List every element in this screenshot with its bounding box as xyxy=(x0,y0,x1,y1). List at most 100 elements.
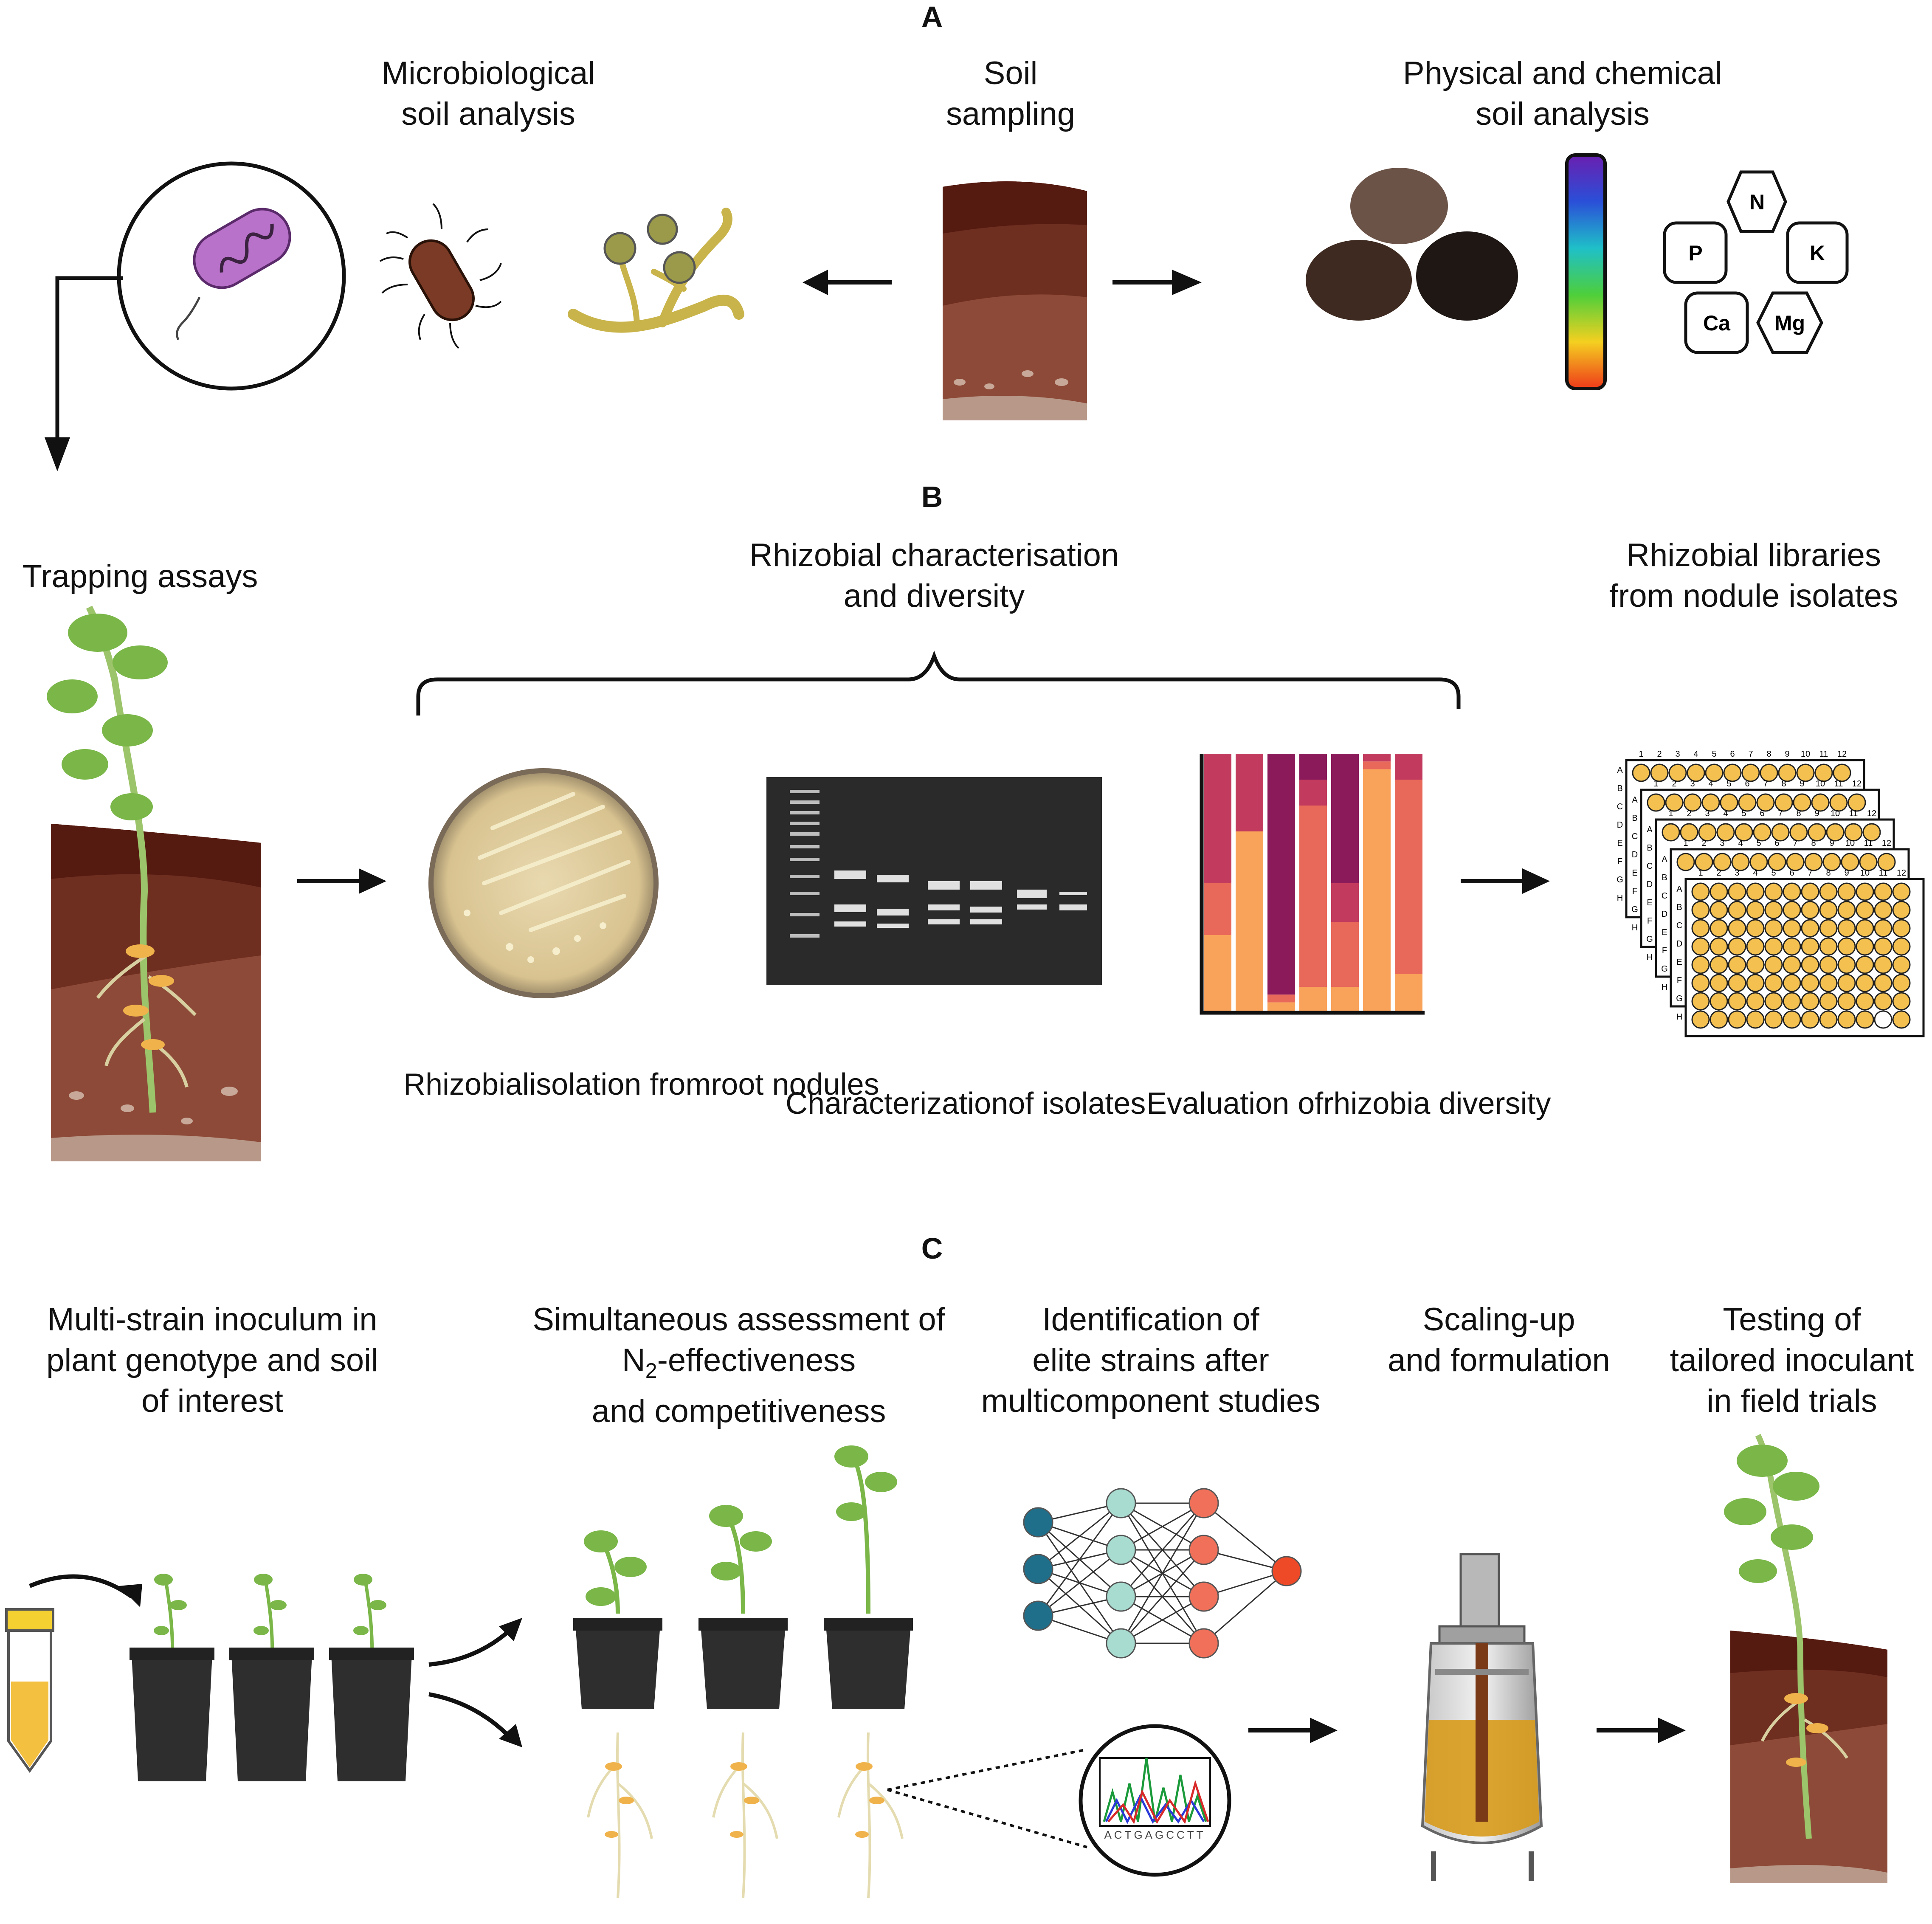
nutrient-mg-icon xyxy=(1756,291,1823,354)
plate-column-label: 12 xyxy=(1837,749,1847,759)
diversity-bar-segment xyxy=(1299,806,1327,987)
plate-well xyxy=(1701,793,1720,812)
soil-column-a xyxy=(943,181,1087,421)
plate-well xyxy=(1892,974,1911,992)
plate-row-label: G xyxy=(1661,964,1668,974)
plate-well xyxy=(1801,937,1819,956)
plate-well xyxy=(1856,955,1874,974)
plate-column-label: 2 xyxy=(1672,779,1676,789)
plate-well xyxy=(1746,901,1765,919)
plate-column-label: 3 xyxy=(1675,749,1680,759)
plate-well xyxy=(1892,937,1911,956)
plate-well xyxy=(1819,919,1838,938)
plate-row-label: F xyxy=(1632,887,1637,896)
plate-column-label: 2 xyxy=(1701,839,1706,848)
plate-well xyxy=(1647,793,1665,812)
plate-well xyxy=(1811,793,1830,812)
nn-node xyxy=(1106,1581,1136,1612)
sequencing-chromatogram: ACTGAGCCTT xyxy=(1079,1724,1231,1877)
fungus-hyphae-icon xyxy=(568,208,744,333)
plate-well xyxy=(1808,823,1826,842)
circle-to-trapping-arrowhead xyxy=(45,437,70,471)
plate-well xyxy=(1691,992,1710,1011)
plant-leaf xyxy=(834,1445,868,1468)
plate-well xyxy=(1728,1010,1746,1029)
plate-column-label: 1 xyxy=(1698,868,1703,878)
plate-well xyxy=(1691,955,1710,974)
plate-well xyxy=(1783,937,1801,956)
plate-well xyxy=(1837,901,1856,919)
plate-well xyxy=(1874,1010,1893,1029)
nn-node xyxy=(1106,1535,1136,1565)
plate-well xyxy=(1801,882,1819,901)
plate-well xyxy=(1746,1010,1765,1029)
plate-row-label: B xyxy=(1617,784,1622,793)
plate-column-label: 4 xyxy=(1723,809,1728,818)
plate-well xyxy=(1683,793,1702,812)
plate-well xyxy=(1874,919,1893,938)
plant-pot xyxy=(231,1654,312,1781)
plate-well xyxy=(1819,974,1838,992)
plate-well xyxy=(1819,882,1838,901)
nn-node xyxy=(1271,1556,1302,1586)
plate-column-label: 11 xyxy=(1879,868,1888,878)
plate-well xyxy=(1764,955,1783,974)
plate-well xyxy=(1728,937,1746,956)
plate-well xyxy=(1728,974,1746,992)
plate-row-label: D xyxy=(1676,939,1682,949)
plate-row-label: D xyxy=(1662,910,1667,919)
plate-well xyxy=(1723,763,1742,782)
plate-row-label: C xyxy=(1617,802,1623,811)
plate-well xyxy=(1829,793,1848,812)
panel-letter-a: A xyxy=(921,0,943,34)
nn-edge xyxy=(1037,1503,1122,1616)
nn-node xyxy=(1106,1628,1136,1659)
panel-letter-c: C xyxy=(921,1232,943,1265)
diversity-bar-segment xyxy=(1299,754,1327,780)
plate-well xyxy=(1710,974,1728,992)
plate-row-label: A xyxy=(1647,825,1653,834)
plate-well xyxy=(1749,853,1768,871)
plate-row-label: F xyxy=(1647,916,1652,926)
plate-well xyxy=(1710,901,1728,919)
plate-well xyxy=(1801,1010,1819,1029)
zoom-lines xyxy=(887,1748,1087,1848)
plate-column-label: 10 xyxy=(1845,839,1855,848)
plant-pot-rim xyxy=(824,1618,913,1631)
plate-well xyxy=(1705,763,1724,782)
plate-column-label: 3 xyxy=(1690,779,1695,789)
diversity-bar-segment xyxy=(1267,754,1295,995)
plate-well xyxy=(1764,937,1783,956)
plate-column-label: 1 xyxy=(1668,809,1673,818)
plate-well xyxy=(1837,937,1856,956)
plate-well xyxy=(1783,992,1801,1011)
plate-column-label: 5 xyxy=(1741,809,1746,818)
plate-row-label: E xyxy=(1632,868,1637,878)
plate-well xyxy=(1691,882,1710,901)
plate-well xyxy=(1844,823,1863,842)
plant-pot-rim xyxy=(698,1618,788,1631)
plate-column-label: 3 xyxy=(1720,839,1724,848)
plate-well xyxy=(1819,937,1838,956)
plate-row-label: E xyxy=(1617,839,1622,848)
nn-node xyxy=(1188,1628,1219,1659)
plate-well xyxy=(1877,853,1896,871)
plate-well xyxy=(1746,882,1765,901)
plant-pot xyxy=(575,1624,660,1709)
plate-well xyxy=(1837,992,1856,1011)
nn-node xyxy=(1188,1488,1219,1518)
plant-leaf xyxy=(586,1587,616,1606)
plate-row-label: E xyxy=(1647,898,1652,907)
plate-column-label: 4 xyxy=(1708,779,1713,789)
nn-node xyxy=(1023,1554,1053,1584)
plate-column-label: 9 xyxy=(1800,779,1804,789)
plant-leaf xyxy=(709,1505,743,1527)
root-nodule xyxy=(605,1762,622,1771)
plate-well xyxy=(1710,919,1728,938)
plate-well xyxy=(1768,853,1786,871)
